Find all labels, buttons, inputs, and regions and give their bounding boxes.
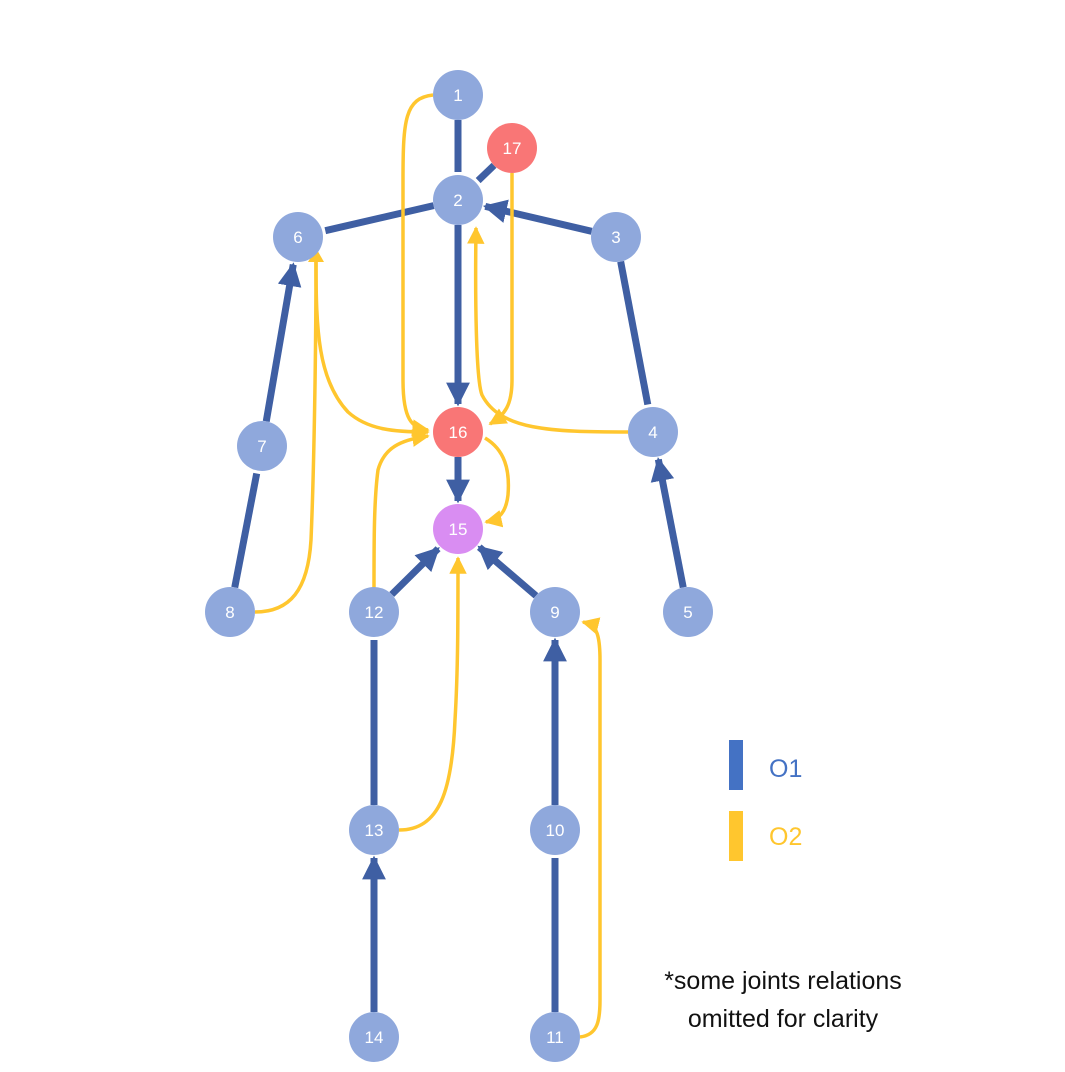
joint-circle-3 [591, 212, 641, 262]
joint-2: 2 [433, 175, 483, 225]
o1-edge-8-7 [231, 472, 261, 589]
joint-label-4: 4 [648, 423, 657, 442]
o2-edge-4-2 [467, 226, 629, 434]
joint-16: 16 [433, 407, 483, 457]
joint-circle-9 [530, 587, 580, 637]
joint-6: 6 [273, 212, 323, 262]
joint-12: 12 [349, 587, 399, 637]
joint-1: 1 [433, 70, 483, 120]
joint-circle-15 [433, 504, 483, 554]
joint-circle-14 [349, 1012, 399, 1062]
o2-edge-12-16 [372, 429, 430, 589]
joint-circle-6 [273, 212, 323, 262]
joint-circle-17 [487, 123, 537, 173]
joint-circle-2 [433, 175, 483, 225]
o1-edge-17-2 [475, 162, 497, 184]
joint-circle-10 [530, 805, 580, 855]
joint-17: 17 [487, 123, 537, 173]
joint-label-17: 17 [503, 139, 522, 158]
o1-edge-7-6 [262, 262, 302, 422]
joint-label-9: 9 [550, 603, 559, 622]
legend-o1-swatch [729, 740, 743, 790]
o2-edge-6-16 [314, 261, 430, 441]
o2-arrowhead-8-6 [308, 248, 324, 262]
o2-edge-8-6 [254, 261, 318, 614]
joint-circle-12 [349, 587, 399, 637]
footnote: *some joints relations omitted for clari… [664, 967, 902, 1033]
joint-9: 9 [530, 587, 580, 637]
o1-edge-12-15 [389, 546, 441, 597]
o1-edge-layer [231, 120, 687, 1012]
o2-edge-16-15 [484, 436, 511, 528]
o1-edge-9-15 [476, 544, 539, 599]
o1-edge-2-6 [324, 202, 435, 235]
legend-o2-swatch [729, 811, 743, 861]
joint-label-11: 11 [546, 1028, 564, 1047]
joint-13: 13 [349, 805, 399, 855]
joint-3: 3 [591, 212, 641, 262]
joint-circle-7 [237, 421, 287, 471]
joint-label-1: 1 [453, 86, 462, 105]
joint-label-16: 16 [449, 423, 468, 442]
o1-edge-3-2 [482, 199, 593, 235]
joint-5: 5 [663, 587, 713, 637]
joint-label-8: 8 [225, 603, 234, 622]
joint-circle-5 [663, 587, 713, 637]
o2-edge-13-15 [398, 556, 467, 832]
joint-label-3: 3 [611, 228, 620, 247]
joint-label-5: 5 [683, 603, 692, 622]
o1-edge-3-4 [617, 260, 652, 406]
joint-label-15: 15 [449, 520, 468, 539]
o2-edge-layer [254, 93, 629, 1039]
joint-circle-16 [433, 407, 483, 457]
joint-label-12: 12 [365, 603, 384, 622]
joint-15: 15 [433, 504, 483, 554]
o2-edge-1-16 [401, 93, 434, 437]
footnote-line-2: omitted for clarity [688, 1005, 879, 1033]
joint-label-14: 14 [365, 1028, 384, 1047]
o2-edge-17-16 [488, 173, 514, 426]
o2-edge-11-9 [579, 617, 602, 1039]
legend: O1 O2 [729, 740, 802, 861]
joint-10: 10 [530, 805, 580, 855]
footnote-line-1: *some joints relations [664, 967, 902, 995]
joint-label-2: 2 [453, 191, 462, 210]
joint-14: 14 [349, 1012, 399, 1062]
joint-circle-11 [530, 1012, 580, 1062]
joint-circle-4 [628, 407, 678, 457]
joint-circle-1 [433, 70, 483, 120]
joint-11: 11 [530, 1012, 580, 1062]
joint-label-6: 6 [293, 228, 302, 247]
joint-label-13: 13 [365, 821, 384, 840]
joint-circle-8 [205, 587, 255, 637]
joint-7: 7 [237, 421, 287, 471]
legend-o1-label: O1 [769, 755, 802, 783]
joint-4: 4 [628, 407, 678, 457]
joint-circle-13 [349, 805, 399, 855]
o1-edge-5-4 [650, 457, 687, 589]
legend-o2-label: O2 [769, 823, 802, 851]
joint-label-10: 10 [546, 821, 565, 840]
joint-8: 8 [205, 587, 255, 637]
joint-label-7: 7 [257, 437, 266, 456]
